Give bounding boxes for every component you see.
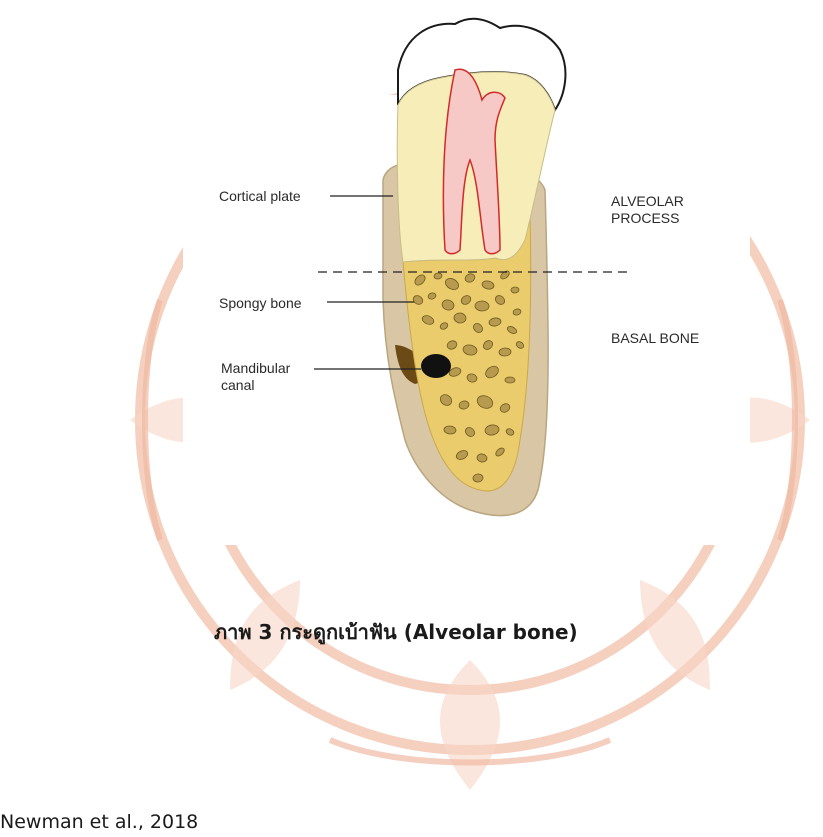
mandibular-canal bbox=[421, 354, 451, 378]
basal-bone-label: BASAL BONE bbox=[611, 330, 699, 346]
marrow-space bbox=[434, 272, 443, 279]
marrow-space bbox=[505, 377, 515, 383]
alveolar-process-label-line2: PROCESS bbox=[611, 210, 679, 226]
figure-caption: ภาพ 3 กระดูกเบ้าฟัน (Alveolar bone) bbox=[214, 616, 578, 648]
figure-citation: Newman et al., 2018 bbox=[0, 811, 198, 833]
marrow-space bbox=[511, 287, 519, 293]
marrow-space bbox=[475, 301, 489, 311]
mandibular-canal-label-line2: canal bbox=[221, 377, 254, 393]
cortical-plate-label: Cortical plate bbox=[219, 188, 301, 204]
alveolar-bone-diagram bbox=[0, 0, 823, 600]
mandibular-canal-label-line1: Mandibular bbox=[221, 360, 290, 376]
spongy-bone-label: Spongy bone bbox=[219, 295, 302, 311]
alveolar-process-label-line1: ALVEOLAR bbox=[611, 193, 684, 209]
